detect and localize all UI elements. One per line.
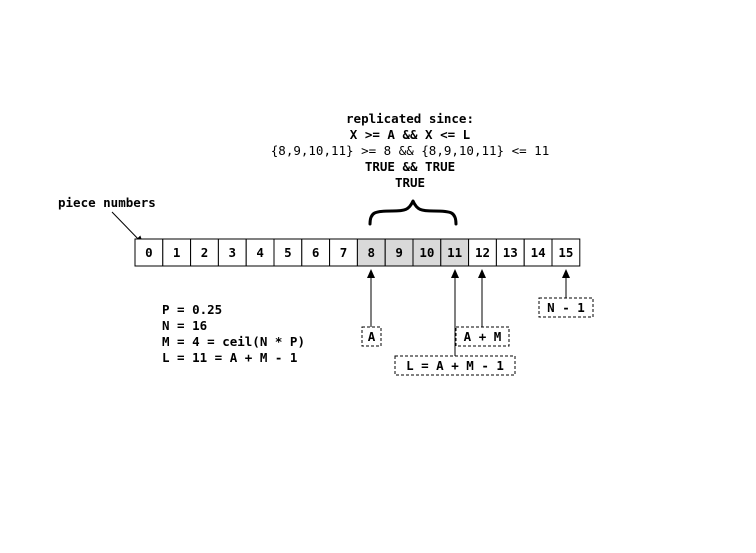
a-plus-m-label: A + M	[464, 329, 502, 344]
piece-cell-label: 8	[368, 245, 376, 260]
a-label: A	[368, 329, 376, 344]
condition-block: replicated since: X >= A && X <= L {8,9,…	[271, 111, 549, 190]
condition-line: X >= A && X <= L	[350, 127, 471, 142]
piece-numbers-label: piece numbers	[58, 195, 156, 210]
piece-cell-label: 4	[256, 245, 264, 260]
piece-cell	[356, 238, 386, 267]
condition-line: TRUE && TRUE	[365, 159, 455, 174]
piece-cell-label: 13	[503, 245, 518, 260]
condition-line: replicated since:	[346, 111, 474, 126]
piece-cell-label: 6	[312, 245, 320, 260]
piece-cell	[384, 238, 414, 267]
piece-cell-label: 12	[475, 245, 490, 260]
piece-cell-label: 9	[395, 245, 403, 260]
condition-line: TRUE	[395, 175, 425, 190]
piece-cell-label: 14	[531, 245, 546, 260]
formula-line: P = 0.25	[162, 302, 222, 317]
piece-cell-label: 1	[173, 245, 181, 260]
piece-cell	[162, 238, 192, 267]
piece-cell	[190, 238, 219, 267]
formula-block: P = 0.25 N = 16 M = 4 = ceil(N * P) L = …	[162, 302, 305, 365]
formula-line: M = 4 = ceil(N * P)	[162, 334, 305, 349]
n-minus-1-label: N - 1	[547, 300, 585, 315]
curly-brace-icon	[368, 199, 458, 226]
a-label-box	[361, 326, 382, 347]
condition-line: {8,9,10,11} >= 8 && {8,9,10,11} <= 11	[271, 143, 549, 158]
piece-cell	[551, 238, 581, 267]
l-label: L = A + M - 1	[406, 358, 504, 373]
piece-cell-label: 10	[419, 245, 434, 260]
l-label-box	[394, 355, 516, 376]
n-minus-1-label-box	[538, 297, 594, 318]
piece-cell-label: 0	[145, 245, 153, 260]
piece-cell-label: 7	[340, 245, 348, 260]
piece-cell-label: 15	[558, 245, 573, 260]
piece-cell	[523, 238, 553, 267]
piece-cell	[495, 238, 525, 267]
formula-line: N = 16	[162, 318, 207, 333]
piece-cell-label: 3	[229, 245, 237, 260]
piece-cell	[412, 238, 442, 267]
piece-cell-label: 2	[201, 245, 209, 260]
piece-cell	[468, 238, 497, 267]
piece-cell-label: 11	[447, 245, 462, 260]
formula-line: L = 11 = A + M - 1	[162, 350, 297, 365]
a-plus-m-label-box	[455, 326, 510, 347]
piece-cell-label: 5	[284, 245, 292, 260]
